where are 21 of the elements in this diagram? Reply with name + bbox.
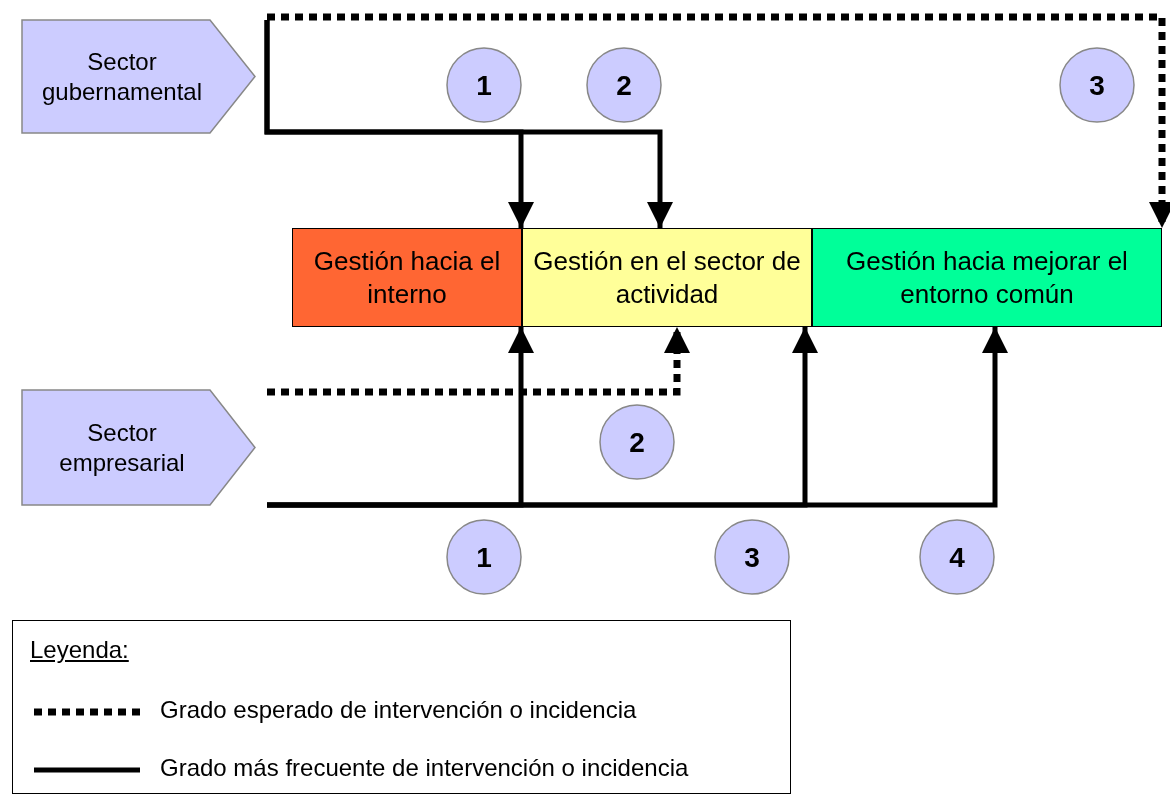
node-label: Sector empresarial bbox=[58, 417, 186, 478]
step-number: 3 bbox=[744, 540, 760, 575]
node-label: Gestión en el sector de actividad bbox=[532, 245, 802, 310]
step-number: 3 bbox=[1089, 68, 1105, 103]
step-number: 1 bbox=[476, 68, 492, 103]
step-number: 4 bbox=[949, 540, 965, 575]
process-box bbox=[292, 228, 522, 327]
step-number: 2 bbox=[616, 68, 632, 103]
dashed-arrow bbox=[267, 13, 1170, 228]
step-number: 2 bbox=[629, 425, 645, 460]
node-label: Gestión hacia mejorar el entorno común bbox=[845, 245, 1129, 310]
process-box bbox=[522, 228, 812, 327]
process-box bbox=[812, 228, 1162, 327]
legend-text: Grado más frecuente de intervención o incidencia bbox=[160, 754, 689, 782]
step-number: 1 bbox=[476, 540, 492, 575]
legend-text: Grado esperado de intervención o incidencia bbox=[160, 696, 637, 724]
arrow bbox=[267, 327, 1008, 508]
legend-heading: Leyenda: bbox=[30, 636, 129, 664]
arrow bbox=[264, 20, 673, 228]
node-label: Gestión hacia el interno bbox=[312, 245, 502, 310]
node-label: Sector gubernamental bbox=[40, 46, 204, 107]
